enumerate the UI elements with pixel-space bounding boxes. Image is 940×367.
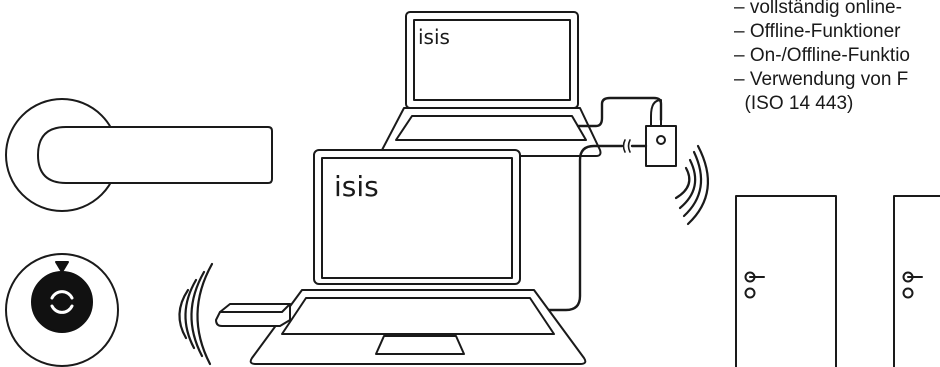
cylinder-knob-icon [5,253,119,367]
door-handle-icon [5,98,273,212]
door [735,195,837,367]
reader-cables [546,96,663,312]
laptop-back [380,11,602,157]
door [893,195,940,367]
laptop-brand-top: isis [418,25,450,49]
feature-list: – vollständig online- – Offline-Funktion… [734,0,910,116]
list-item: – vollständig online- [734,0,902,18]
list-item: – Verwendung von F [734,69,909,90]
wireless-signal-icon [178,262,214,366]
laptop-front [249,149,587,365]
usb-reader [215,303,291,327]
list-item: – On-/Offline-Funktio [734,45,911,66]
list-item: (ISO 14 443) [734,93,854,114]
list-item: – Offline-Funktioner [734,21,901,42]
laptop-brand-front: isis [334,170,379,203]
wireless-signal-icon [674,144,710,226]
card-reader [645,99,677,167]
